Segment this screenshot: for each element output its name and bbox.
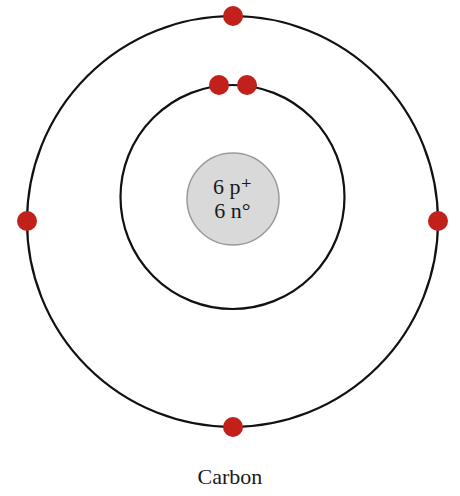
electron [428, 211, 448, 231]
electrons [17, 6, 448, 437]
caption: Carbon [0, 464, 460, 490]
nucleus-circle: 6 p⁺6 n° [186, 152, 280, 246]
electron [17, 211, 37, 231]
particle-count: 6 p⁺ [213, 175, 252, 199]
outer-shell [27, 16, 438, 427]
particle-count: 6 n° [214, 199, 250, 223]
electron [223, 6, 243, 26]
nucleus-fill [187, 153, 279, 245]
electron [237, 75, 257, 95]
inner-shell [121, 85, 345, 309]
electron [223, 417, 243, 437]
electron [209, 75, 229, 95]
